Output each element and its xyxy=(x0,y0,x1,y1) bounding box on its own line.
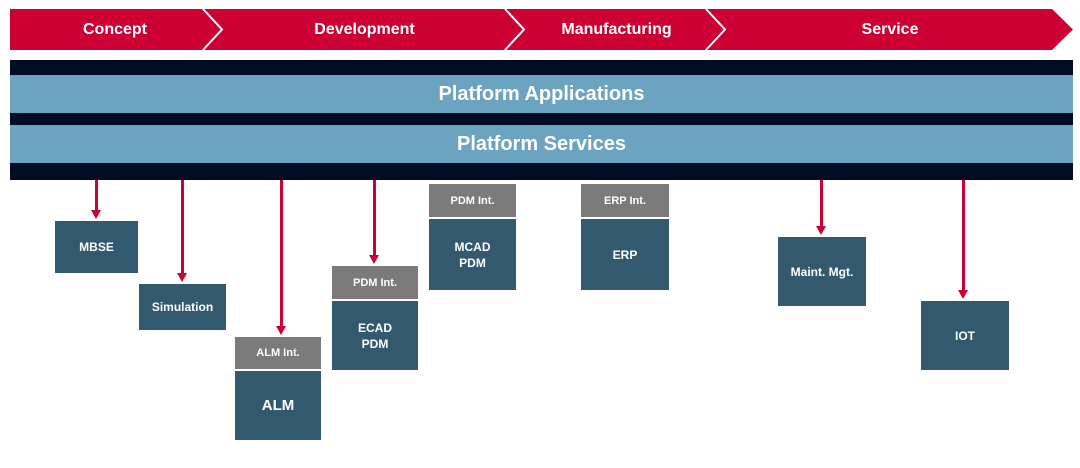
integration-label: PDM Int. xyxy=(450,194,495,207)
platform-services-band: Platform Services xyxy=(10,125,1073,163)
phase-development: Development xyxy=(314,21,415,38)
system-label: Simulation xyxy=(151,300,214,314)
integration-label: ERP Int. xyxy=(604,194,646,207)
arrow-to-ecad-pdm xyxy=(369,180,379,264)
platform-divider-top xyxy=(10,60,1073,75)
phase-separator xyxy=(504,8,526,51)
system-label: IOT xyxy=(955,328,975,343)
phase-concept: Concept xyxy=(83,21,147,38)
phase-bar-background xyxy=(10,9,1073,50)
system-label: MBSE xyxy=(79,240,114,254)
phase-bar xyxy=(10,8,1073,51)
integration-box-ecad-pdm: PDM Int. xyxy=(332,266,418,299)
platform-applications-band: Platform Applications xyxy=(10,75,1073,113)
system-label-line2: PDM xyxy=(459,255,486,270)
system-label-line1: ECAD xyxy=(357,320,392,335)
system-box-ecad-pdm: ECAD PDM xyxy=(332,301,418,370)
integration-box-mcad-pdm: PDM Int. xyxy=(429,184,516,217)
system-label: ERP xyxy=(612,247,638,262)
system-box-erp: ERP xyxy=(581,219,669,290)
system-box-maint-mgt: Maint. Mgt. xyxy=(778,237,866,306)
arrow-to-alm xyxy=(276,180,286,335)
platform-divider-middle xyxy=(10,113,1073,125)
phase-service: Service xyxy=(861,21,919,38)
system-box-mbse: MBSE xyxy=(55,221,138,273)
arrow-to-mbse xyxy=(91,180,101,219)
system-label: Maint. Mgt. xyxy=(790,264,854,279)
integration-label: PDM Int. xyxy=(353,276,397,289)
phase-manufacturing: Manufacturing xyxy=(561,21,672,38)
arrow-to-iot xyxy=(958,180,968,299)
platform-divider-bottom xyxy=(10,163,1073,180)
phase-separator xyxy=(202,8,224,51)
integration-box-alm: ALM Int. xyxy=(235,337,321,369)
system-label: ALM xyxy=(261,396,295,414)
phase-separator xyxy=(705,8,727,51)
system-box-mcad-pdm: MCAD PDM xyxy=(429,219,516,290)
integration-box-erp: ERP Int. xyxy=(581,184,669,217)
system-box-simulation: Simulation xyxy=(139,284,226,330)
system-label-line1: MCAD xyxy=(454,239,491,254)
system-label-line2: PDM xyxy=(361,336,389,351)
integration-label: ALM Int. xyxy=(256,347,300,359)
system-box-iot: IOT xyxy=(921,301,1009,370)
arrow-to-simulation xyxy=(177,180,187,282)
arrow-to-maint-mgt xyxy=(816,180,826,235)
system-box-alm: ALM xyxy=(235,371,321,440)
